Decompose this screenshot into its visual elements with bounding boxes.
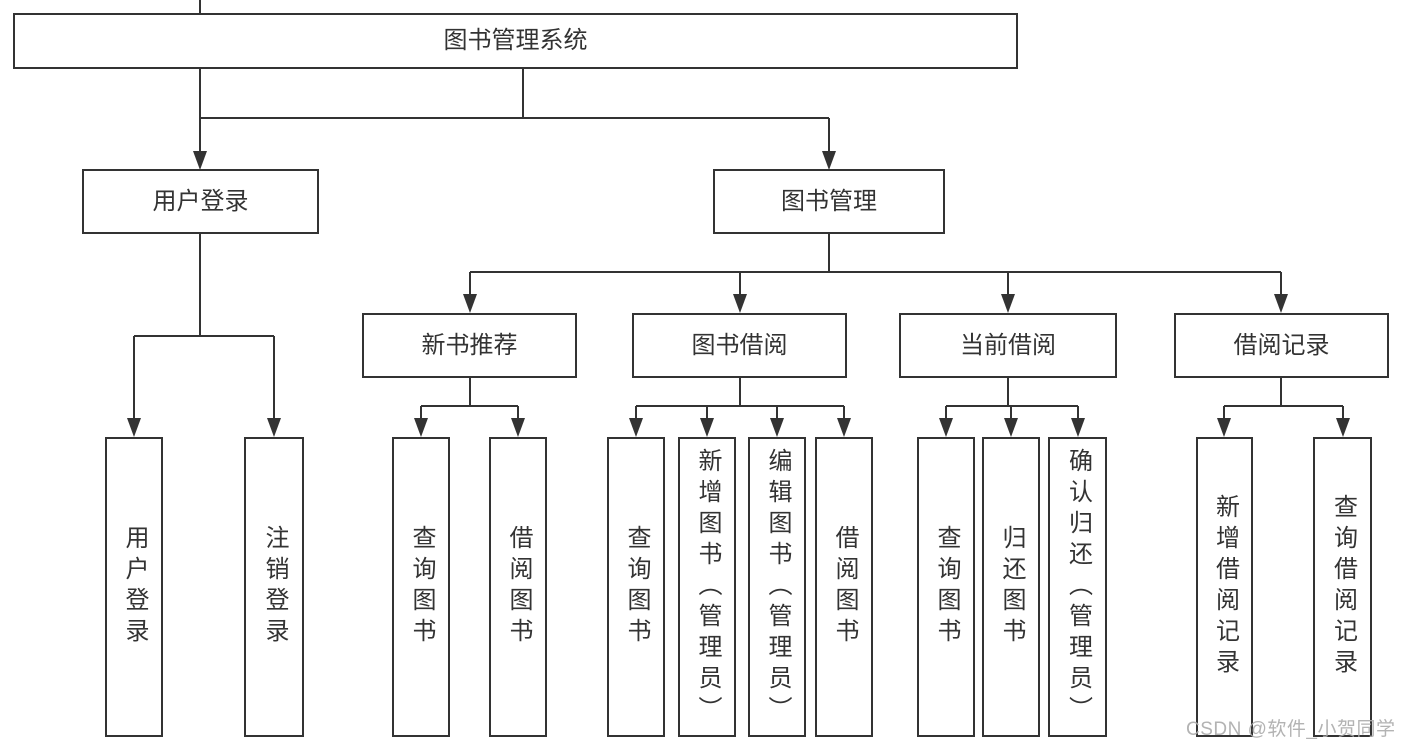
leaf-query-books-borrow: 查询图书 — [607, 437, 665, 737]
leaf-query-books-recommend: 查询图书 — [392, 437, 450, 737]
node-user-login: 用户登录 — [82, 169, 319, 234]
leaf-borrow-books-recommend: 借阅图书 — [489, 437, 547, 737]
leaf-add-book-admin: 新增图书（管理员） — [678, 437, 736, 737]
node-current-borrow: 当前借阅 — [899, 313, 1117, 378]
leaf-user-login: 用户登录 — [105, 437, 163, 737]
node-borrow-records: 借阅记录 — [1174, 313, 1389, 378]
leaf-confirm-return-admin: 确认归还（管理员） — [1048, 437, 1107, 737]
node-root-system: 图书管理系统 — [13, 13, 1018, 69]
node-book-management: 图书管理 — [713, 169, 945, 234]
leaf-query-borrow-record: 查询借阅记录 — [1313, 437, 1372, 737]
leaf-return-book: 归还图书 — [982, 437, 1040, 737]
leaf-edit-book-admin: 编辑图书（管理员） — [748, 437, 806, 737]
node-book-borrow: 图书借阅 — [632, 313, 847, 378]
leaf-borrow-books: 借阅图书 — [815, 437, 873, 737]
csdn-watermark: CSDN @软件_小贺同学 — [1186, 719, 1396, 740]
leaf-add-borrow-record: 新增借阅记录 — [1196, 437, 1253, 737]
leaf-query-books-current: 查询图书 — [917, 437, 975, 737]
leaf-logout: 注销登录 — [244, 437, 304, 737]
node-new-book-recommend: 新书推荐 — [362, 313, 577, 378]
